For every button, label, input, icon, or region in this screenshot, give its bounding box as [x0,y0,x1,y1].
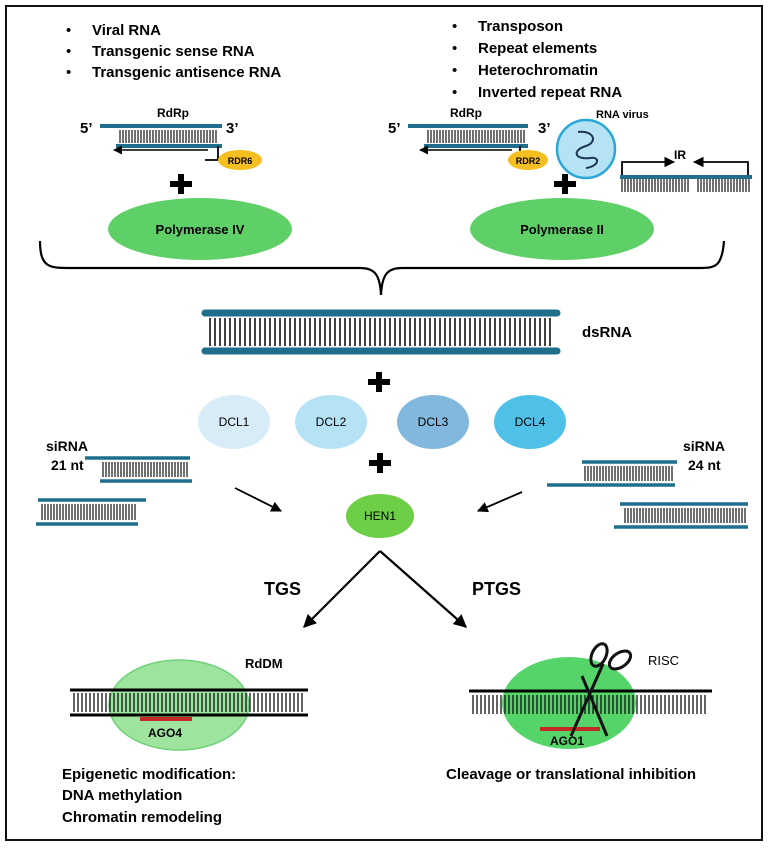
dna-ticks [73,693,303,712]
ticks [41,504,136,520]
ptgs-label: PTGS [472,579,521,599]
list-item: Transgenic antisence RNA [92,64,281,81]
ago4-label: AGO4 [148,726,182,740]
sirna-21-duplex [36,498,146,526]
sirna-to-hen1-arrow [234,487,282,512]
right-rdrp-complex: RdRp 5’ 3’ RDR2 [388,106,551,170]
bullet: • [66,22,71,39]
list-item: Inverted repeat RNA [478,84,622,101]
dcl4-ellipse [494,395,566,449]
inverted-repeat: IR [620,148,752,192]
sirna-24-duplex [614,502,748,529]
list-item: Heterochromatin [478,62,598,79]
sirna-24-duplex [547,460,677,487]
list-item: Transposon [478,18,563,35]
three-prime-label: 3’ [226,120,239,137]
dcl3-ellipse [397,395,469,449]
rdr6-enzyme [218,150,262,170]
dsrna-ticks [209,318,551,346]
rdr6-label: RDR6 [228,156,253,166]
right-source-list: • Transposon • Repeat elements • Heteroc… [452,18,622,101]
bullet: • [452,40,457,57]
ir-arrow-forward [621,156,676,176]
polymerase-ii-label: Polymerase II [520,222,604,237]
outcome-left-line: DNA methylation [62,787,182,804]
sirna-21-duplex [85,456,192,483]
sirna-21-length: 21 nt [51,457,84,473]
rddm-label: RdDM [245,656,283,671]
ptgs-arrow [379,550,467,628]
ir-ticks [621,179,750,192]
ir-label: IR [674,148,686,162]
list-item: Viral RNA [92,22,161,39]
rdr2-label: RDR2 [516,156,541,166]
outcome-left-heading: Epigenetic modification: [62,766,236,783]
polymerase-iv-ellipse [108,198,292,260]
base-pair-ticks [119,130,217,143]
risc-label: RISC [648,653,679,668]
plus-icon [369,453,391,473]
bullet: • [66,64,71,81]
dcl4-label: DCL4 [515,415,546,429]
dsrna-label: dsRNA [582,324,632,341]
tgs-arrow [303,550,381,628]
dcl2-ellipse [295,395,367,449]
bullet: • [452,18,457,35]
bullet: • [452,84,457,101]
ticks [624,508,746,523]
outcome-left-line: Chromatin remodeling [62,809,222,826]
dsrna-duplex [201,309,561,355]
outcome-right: Cleavage or translational inhibition [446,766,696,783]
sirna-24-length: 24 nt [688,457,721,473]
hen1-ellipse [346,494,414,538]
rna-virus-label: RNA virus [596,109,649,121]
ago4-complex [108,659,250,751]
ago1-label: AGO1 [550,734,584,748]
polymerase-ii-ellipse [470,198,654,260]
plus-icon [368,372,390,392]
sirna-to-hen1-arrow [477,491,523,513]
rdrp-label: RdRp [450,106,482,120]
dcl2-label: DCL2 [316,415,347,429]
three-prime-label: 3’ [538,120,551,137]
plus-icon [554,174,576,194]
base-pair-ticks [427,130,525,143]
dcl3-label: DCL3 [418,415,449,429]
plus-icon [170,174,192,194]
viral-genome-icon [575,130,598,169]
rna-virus: RNA virus [555,109,649,180]
sirna-21-label: siRNA [46,438,88,454]
ir-arrow-reverse [692,156,749,176]
bullet: • [452,62,457,79]
convergence-brace [38,240,726,296]
mrna-ticks [472,695,706,714]
dcl1-ellipse [198,395,270,449]
bullet: • [66,43,71,60]
scissors-icon [569,642,633,737]
polymerase-iv-label: Polymerase IV [156,222,245,237]
virus-capsid-icon [555,118,617,180]
ticks [584,466,673,481]
rdr2-enzyme [508,150,548,170]
tgs-label: TGS [264,579,301,599]
ticks [102,462,188,477]
left-rdrp-complex: RdRp 5’ 3’ RDR6 [80,106,262,170]
hen1-label: HEN1 [364,509,396,523]
list-item: Repeat elements [478,40,597,57]
five-prime-label: 5’ [388,120,401,137]
sirna-24-label: siRNA [683,438,725,454]
left-source-list: • Viral RNA • Transgenic sense RNA • Tra… [66,22,281,81]
list-item: Transgenic sense RNA [92,43,255,60]
five-prime-label: 5’ [80,120,93,137]
dcl1-label: DCL1 [219,415,250,429]
rdrp-label: RdRp [157,106,189,120]
